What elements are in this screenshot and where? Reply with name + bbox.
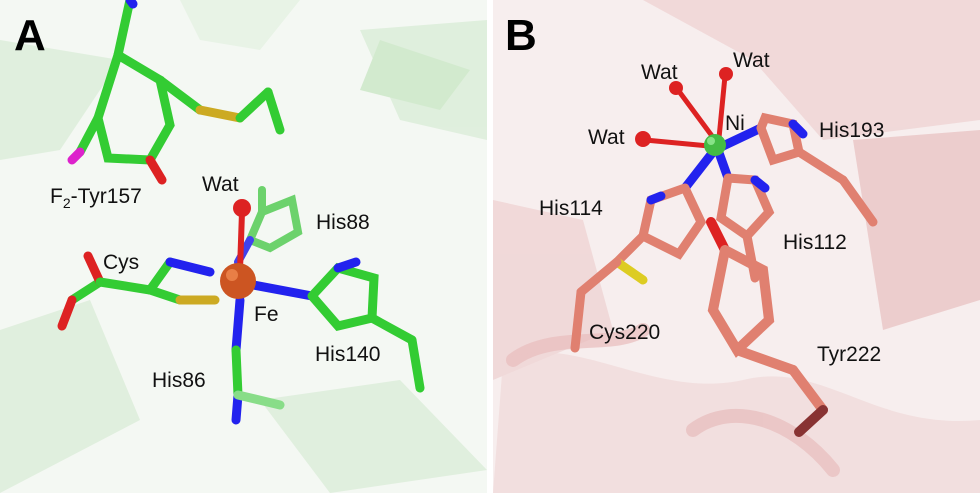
panel-b-structure — [493, 0, 980, 493]
panel-b: B Wat Wat Wat Ni His193 His114 His112 Cy… — [493, 0, 980, 493]
his86-residue — [231, 295, 285, 425]
wat-label: Wat — [202, 173, 239, 196]
his114-residue — [612, 147, 718, 267]
protein-ribbon-background — [0, 0, 487, 493]
panel-a: A F2-Tyr157 Wat His88 Cys Fe His140 His8… — [0, 0, 487, 493]
tyr222-residue — [706, 217, 828, 437]
his193-residue — [718, 112, 878, 227]
cys220-label: Cys220 — [589, 321, 661, 344]
water-oxygen-atom — [669, 81, 683, 95]
wat-top-right-label: Wat — [733, 49, 770, 72]
cys-label: Cys — [103, 251, 140, 274]
water-oxygen-atom — [719, 67, 733, 81]
wat-top-left-label: Wat — [641, 61, 678, 84]
his112-label: His112 — [783, 231, 847, 254]
panel-letter: B — [505, 11, 537, 60]
ni-atom — [704, 134, 726, 156]
panel-letter: A — [14, 11, 46, 60]
panel-a-structure — [0, 0, 487, 493]
ni-coordination — [635, 67, 733, 156]
his86-label: His86 — [152, 369, 206, 392]
ni-label: Ni — [725, 112, 745, 135]
f2-tyr157-label: F2-Tyr157 — [50, 185, 142, 212]
f2-tyr157-residue — [67, 0, 285, 185]
his114-label: His114 — [539, 197, 603, 220]
loop-ribbons — [506, 323, 840, 477]
his140-label: His140 — [315, 343, 381, 366]
water-oxygen-atom — [635, 131, 651, 147]
panel-divider — [487, 0, 493, 493]
cys-residue — [57, 251, 220, 331]
fe-label: Fe — [254, 303, 279, 326]
wat-left-label: Wat — [588, 126, 625, 149]
tyr222-label: Tyr222 — [817, 343, 882, 366]
water-oxygen-atom — [233, 199, 251, 217]
his88-label: His88 — [316, 211, 370, 234]
cys220-residue — [570, 257, 648, 353]
fe-atom — [220, 263, 256, 299]
fe-coordination — [220, 199, 256, 299]
his193-label: His193 — [819, 119, 885, 142]
his140-residue — [243, 257, 425, 393]
